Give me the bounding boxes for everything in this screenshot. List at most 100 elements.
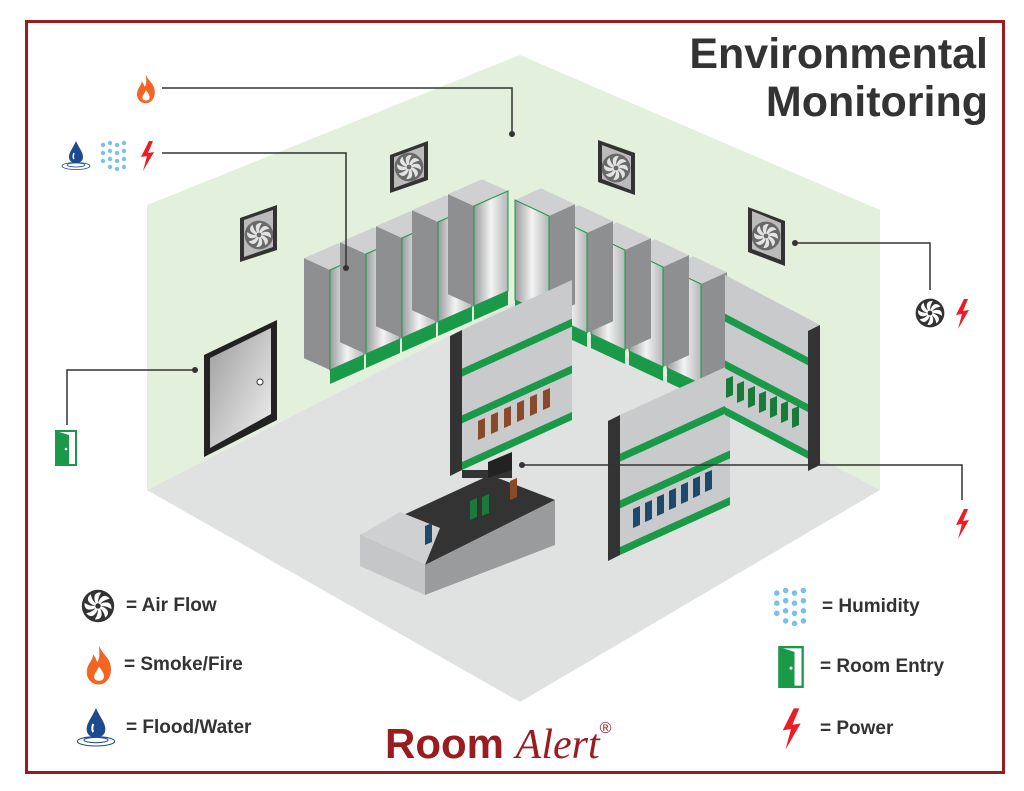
product [705, 470, 712, 492]
product [478, 418, 485, 440]
product [781, 401, 788, 423]
legend-label: = Power [820, 718, 894, 739]
register-screen [488, 452, 512, 478]
product [657, 494, 664, 516]
rack-base [366, 339, 400, 368]
product-shelf [450, 280, 572, 476]
product [470, 498, 477, 520]
rack-side [340, 242, 366, 354]
product [482, 494, 489, 516]
legend-label: = Air Flow [126, 595, 217, 616]
rack-base [330, 355, 364, 384]
shelf-ledge [462, 318, 572, 377]
registered-mark: ® [599, 720, 612, 737]
rack-side [701, 272, 727, 384]
title-line-1: Environmental [689, 30, 988, 78]
rack-side [304, 258, 330, 370]
logo-word-alert: Alert [515, 722, 600, 768]
rack-side [625, 238, 651, 350]
shelf-end [808, 325, 820, 471]
wall-fan [598, 140, 635, 195]
rack-base [438, 307, 472, 336]
rack-base [629, 351, 663, 381]
product [737, 381, 744, 403]
humidity-icon [774, 588, 807, 626]
wall-fan [748, 207, 785, 266]
door-icon [778, 646, 804, 688]
power-icon [782, 708, 801, 750]
page-title: Environmental Monitoring [689, 30, 988, 126]
product [530, 394, 537, 416]
shelf-ledge [620, 403, 730, 462]
shelf-ledge [725, 407, 820, 465]
rack-side [412, 210, 438, 322]
page-border [25, 20, 1005, 774]
fire-icon [137, 74, 155, 104]
legend-label: = Flood/Water [126, 717, 252, 738]
callout-lines [66, 87, 963, 500]
rack-base [474, 291, 508, 320]
shelf-ledge [620, 497, 730, 555]
logo-word-room: Room [385, 720, 504, 767]
water-drop-icon [76, 706, 116, 748]
door-icon [55, 430, 77, 466]
rack-top [448, 179, 508, 206]
title-line-2: Monitoring [765, 78, 988, 126]
power-icon [956, 509, 969, 539]
wall-fan [390, 141, 428, 193]
product [645, 500, 652, 522]
shelf-ledge [725, 313, 820, 372]
product [669, 488, 676, 510]
legend-flood-water: = Flood/Water [76, 706, 251, 750]
product [693, 476, 700, 498]
legend-smoke-fire: = Smoke/Fire [84, 644, 243, 686]
product [504, 406, 511, 428]
product [759, 391, 766, 413]
rack-base [591, 334, 625, 364]
legend-label: = Humidity [822, 596, 920, 617]
product [543, 388, 550, 410]
product [425, 523, 432, 545]
checkout-counter [360, 452, 555, 595]
fan-icon [81, 589, 115, 623]
counter-side [425, 500, 555, 595]
rack-front [473, 190, 509, 307]
product [726, 376, 733, 398]
product [770, 396, 777, 418]
product [633, 506, 640, 528]
rack-side [587, 221, 613, 333]
humidity-icon [100, 140, 127, 172]
product [681, 482, 688, 504]
product [517, 400, 524, 422]
rack-side [376, 226, 402, 338]
legend-label: = Smoke/Fire [124, 654, 243, 675]
power-icon [141, 141, 154, 171]
rack-top [515, 188, 575, 216]
shelf-end [608, 415, 620, 561]
rack-side [448, 194, 474, 306]
legend-humidity: = Humidity [772, 588, 920, 626]
water-drop-icon [61, 140, 91, 171]
shelving-and-counter [360, 275, 820, 595]
legend-air-flow: = Air Flow [80, 588, 217, 624]
shelf-ledge [462, 365, 572, 424]
rack-base [402, 323, 436, 352]
shelf-back [462, 280, 572, 470]
room-alert-logo: Room Alert® [385, 720, 611, 769]
fire-icon [86, 645, 111, 685]
product [510, 478, 517, 500]
shelf-ledge [725, 360, 820, 419]
server-rack [448, 179, 509, 320]
shelf-end [450, 330, 462, 476]
rack-side [663, 255, 689, 367]
legend-power: = Power [780, 708, 893, 750]
counter-top-light [360, 512, 440, 565]
product [491, 412, 498, 434]
shelf-ledge [462, 412, 572, 470]
callout-dots [192, 131, 798, 468]
room-door [204, 320, 277, 457]
legend-room-entry: = Room Entry [778, 646, 944, 688]
power-icon [956, 299, 969, 329]
fan-icon [915, 298, 945, 328]
